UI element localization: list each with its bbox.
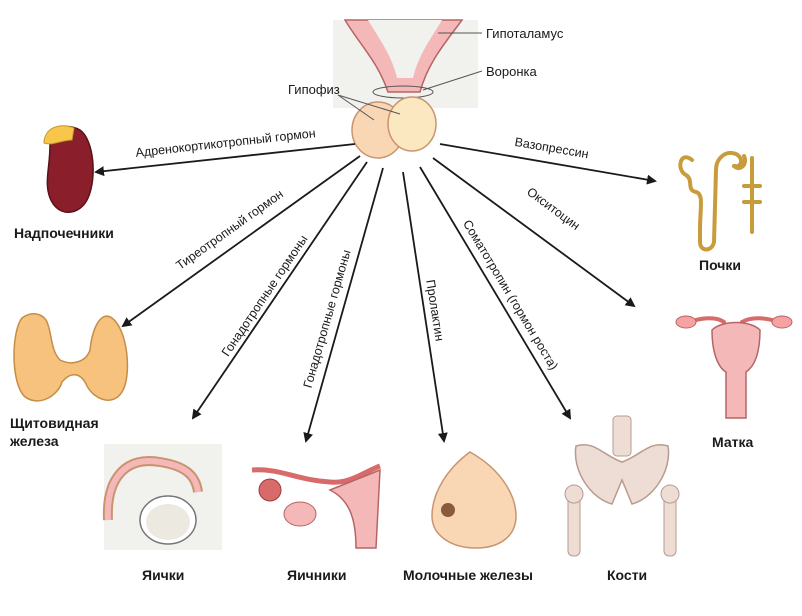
uterus-illustration — [675, 315, 793, 419]
pituitary-posterior — [387, 96, 437, 152]
pituitary-callout-2 — [337, 94, 401, 115]
hormone-arrows — [94, 143, 657, 443]
arrow-tsh — [121, 155, 361, 328]
adrenal-gland-illustration — [43, 125, 94, 213]
brain-illustration — [333, 19, 478, 159]
organ-label-testes: Яички — [142, 567, 184, 583]
testes-illustration — [102, 444, 222, 550]
pituitary-callout-1 — [337, 94, 375, 121]
thyroid-illustration — [13, 313, 129, 402]
organ-label-adrenal: Надпочечники — [14, 225, 114, 241]
hormone-label-tsh: Тиреотропный гормон — [173, 187, 285, 273]
breast-illustration — [431, 451, 517, 549]
bones-illustration — [564, 415, 680, 557]
organ-label-thyroid-2: железа — [9, 433, 59, 449]
arrow-somatotropin — [419, 166, 572, 420]
funnel-ring — [372, 85, 434, 99]
hormone-label-gonadotropic-1: Гонадотропные гормоны — [219, 233, 311, 359]
kidney-illustration — [678, 151, 762, 252]
funnel-label: Воронка — [486, 64, 538, 79]
funnel-callout — [422, 70, 483, 91]
organ-label-uterus: Матка — [712, 434, 753, 450]
organ-label-bones: Кости — [607, 567, 647, 583]
arrow-vasopressin — [439, 143, 657, 185]
third-ventricle — [368, 20, 442, 78]
organ-label-kidneys: Почки — [699, 257, 741, 273]
arrow-oxytocin — [432, 157, 636, 308]
callouts — [337, 32, 483, 121]
ovaries-illustration — [251, 463, 381, 549]
arrow-acth — [94, 143, 356, 177]
arrow-gonadotropic-1 — [191, 161, 368, 420]
hormone-label-vasopressin: Вазопрессин — [514, 135, 590, 161]
organ-label-breast: Молочные железы — [403, 567, 533, 583]
arrow-prolactin — [402, 171, 448, 443]
hypothalamus-label: Гипоталамус — [486, 26, 564, 41]
organ-label-ovaries: Яичники — [287, 567, 346, 583]
hormone-label-oxytocin: Окситоцин — [524, 185, 582, 233]
pituitary-label: Гипофиз — [288, 82, 340, 97]
hormone-label-acth: Адренокортикотропный гормон — [135, 126, 317, 160]
organ-label-thyroid-1: Щитовидная — [10, 415, 99, 431]
arrow-gonadotropic-2 — [303, 167, 384, 443]
